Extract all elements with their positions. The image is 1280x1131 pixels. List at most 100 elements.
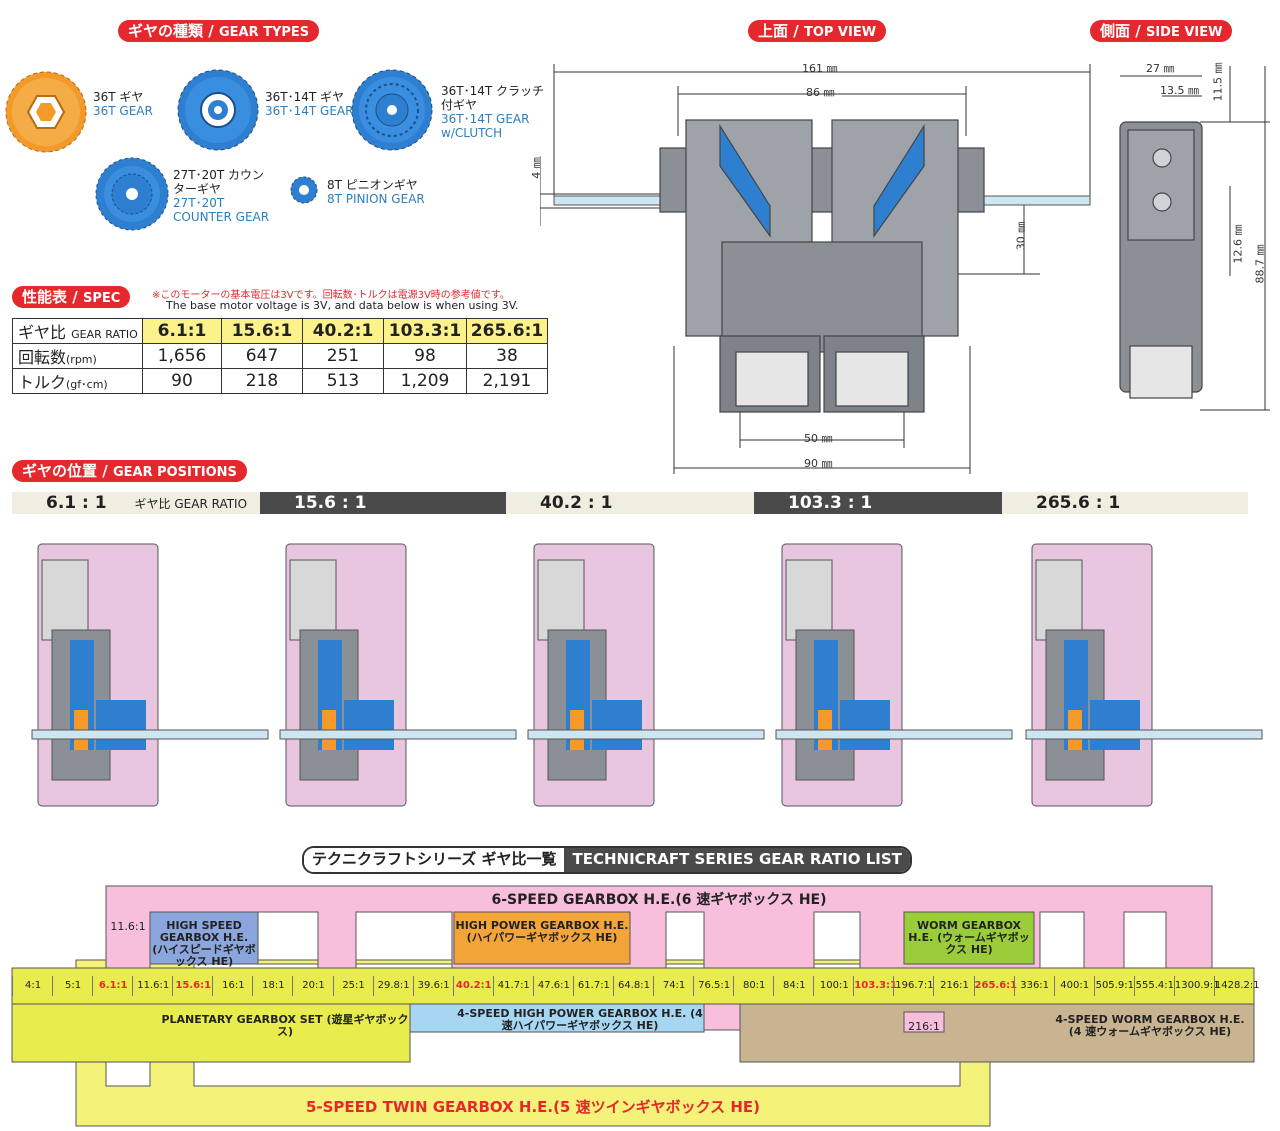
- spec-table: ギヤ比 GEAR RATIO 6.1:1 15.6:1 40.2:1 103.3…: [12, 318, 548, 394]
- spec-cell: 38: [466, 343, 548, 369]
- spec-cell: 2,191: [466, 368, 548, 394]
- dim-4: 4 ㎜: [529, 157, 543, 179]
- ratio-cell: 40.2:1: [452, 976, 494, 996]
- ratio-cell: 11.6:1: [132, 976, 173, 996]
- side-view-heading: 側面 / SIDE VIEW: [1090, 20, 1233, 42]
- spec-note-en: The base motor voltage is 3V, and data b…: [166, 299, 519, 312]
- ratio-cell: 400:1: [1053, 976, 1095, 996]
- gear-counter-icon: [95, 157, 169, 231]
- ratio-cell: 15.6:1: [172, 976, 213, 996]
- ratio-cell: 64.8:1: [612, 976, 654, 996]
- gear-position-drawings: [31, 543, 1263, 807]
- four-hp-label: 4-SPEED HIGH POWER GEARBOX H.E. (4 速ハイパワ…: [457, 1007, 703, 1032]
- ratio-cell: 505.9:1: [1093, 976, 1135, 996]
- spec-cell: 647: [221, 343, 303, 369]
- spec-header-cell: ギヤ比 GEAR RATIO: [12, 318, 143, 344]
- dim-13-5: 13.5 ㎜: [1160, 84, 1199, 97]
- spec-ratio: 265.6:1: [466, 318, 548, 344]
- high-power-label: HIGH POWER GEARBOX H.E. (ハイパワーギヤボックス HE): [455, 919, 629, 944]
- ratio-cell: 5:1: [52, 976, 93, 996]
- positions-seg-3: 40.2 : 1: [506, 492, 754, 514]
- ratio-cell: 16:1: [212, 976, 253, 996]
- spec-ratio: 15.6:1: [221, 318, 303, 344]
- six-speed-label: 6-SPEED GEARBOX H.E.(6 速ギヤボックス HE): [491, 892, 827, 908]
- ratio-cell: 265.6:1: [973, 976, 1017, 996]
- dim-12-6: 12.6 ㎜: [1231, 224, 1245, 264]
- spec-cell: 90: [142, 368, 222, 394]
- gear-positions-heading: ギヤの位置 / GEAR POSITIONS: [12, 460, 247, 482]
- dim-86: 86 ㎜: [806, 86, 835, 99]
- spec-cell: 98: [383, 343, 467, 369]
- ratio-cell: 6.1:1: [92, 976, 133, 996]
- dim-30: 30 ㎜: [1014, 221, 1028, 251]
- gear-36t-14t-icon: [177, 69, 259, 151]
- ratio-cell: 1428.2:1: [1213, 976, 1260, 996]
- ratio-cell: 47.6:1: [532, 976, 574, 996]
- gear-clutch-icon: [351, 69, 433, 151]
- ratio-cell: 80:1: [733, 976, 774, 996]
- ratio-cell: 41.7:1: [492, 976, 534, 996]
- spec-cell: 1,209: [383, 368, 467, 394]
- top-view-heading: 上面 / TOP VIEW: [748, 20, 887, 42]
- ratio-cell: 1300.9:1: [1173, 976, 1220, 996]
- positions-seg-1: 6.1 : 1 ギヤ比 GEAR RATIO: [12, 492, 260, 514]
- four-worm-label: 4-SPEED WORM GEARBOX H.E. (4 速ウォームギヤボックス…: [1055, 1013, 1245, 1038]
- dim-161: 161 ㎜: [802, 62, 838, 75]
- dim-90: 90 ㎜: [804, 457, 833, 470]
- spec-cell: 513: [302, 368, 384, 394]
- dim-50: 50 ㎜: [804, 432, 833, 445]
- worm-216-cell: 216:1: [908, 1020, 940, 1033]
- ratio-cell: 39.6:1: [412, 976, 454, 996]
- positions-seg-2: 15.6 : 1: [260, 492, 506, 514]
- ratio-cell: 76.5:1: [693, 976, 734, 996]
- worm-label: WORM GEARBOX H.E. (ウォームギヤボックス HE): [908, 919, 1030, 956]
- ratio-cell: 100:1: [813, 976, 854, 996]
- five-speed-label: 5-SPEED TWIN GEARBOX H.E.(5 速ツインギヤボックス H…: [305, 1098, 761, 1116]
- spec-row-rpm-label: 回転数(rpm): [12, 343, 143, 369]
- positions-seg-4: 103.3 : 1: [754, 492, 1002, 514]
- ratio-cell: 25:1: [332, 976, 374, 996]
- spec-cell: 218: [221, 368, 303, 394]
- dim-27: 27 ㎜: [1146, 62, 1175, 75]
- spec-row-torque-label: トルク(gf･cm): [12, 368, 143, 394]
- ratio-cell: 336:1: [1013, 976, 1055, 996]
- dim-11-5: 11.5 ㎜: [1211, 62, 1225, 102]
- ratio-list-chart: [11, 885, 1255, 1127]
- positions-seg-5: 265.6 : 1: [1002, 492, 1248, 514]
- ratio-cell: 20:1: [292, 976, 333, 996]
- hs-top-cell: 11.6:1: [110, 920, 146, 933]
- spec-ratio: 6.1:1: [142, 318, 222, 344]
- ratio-cell: 29.8:1: [372, 976, 414, 996]
- ratio-cell: 4:1: [12, 976, 53, 996]
- dim-88-7: 88.7 ㎜: [1253, 244, 1267, 284]
- gear-types-illustration: [5, 69, 433, 231]
- ratio-cell: 555.4:1: [1133, 976, 1175, 996]
- side-view-drawing: [1119, 66, 1270, 411]
- spec-ratio: 103.3:1: [383, 318, 467, 344]
- gear-36t-icon: [5, 71, 87, 153]
- ratio-cell: 61.7:1: [572, 976, 614, 996]
- ratio-cell: 74:1: [653, 976, 694, 996]
- ratio-cell: 84:1: [773, 976, 814, 996]
- gear-pinion-icon: [290, 176, 318, 204]
- ratio-cell: 216:1: [933, 976, 974, 996]
- high-speed-label: HIGH SPEED GEARBOX H.E. (ハイスピードギヤボックス HE…: [152, 919, 256, 968]
- positions-ratio-bar: 6.1 : 1 ギヤ比 GEAR RATIO 15.6 : 1 40.2 : 1…: [12, 492, 1248, 514]
- top-view-drawing: [540, 64, 1091, 474]
- ratio-list-title: テクニクラフトシリーズ ギヤ比一覧 TECHNICRAFT SERIES GEA…: [302, 846, 912, 874]
- spec-ratio: 40.2:1: [302, 318, 384, 344]
- spec-cell: 1,656: [142, 343, 222, 369]
- spec-heading: 性能表 / SPEC: [12, 286, 131, 308]
- ratio-cell: 196.7:1: [893, 976, 934, 996]
- ratio-cell: 103.3:1: [853, 976, 897, 996]
- spec-note-jp: ※このモーターの基本電圧は3Vです。回転数･トルクは電源3V時の参考値です。: [152, 290, 510, 301]
- spec-cell: 251: [302, 343, 384, 369]
- ratio-cell: 18:1: [252, 976, 293, 996]
- gear-types-heading: ギヤの種類 / GEAR TYPES: [118, 20, 320, 42]
